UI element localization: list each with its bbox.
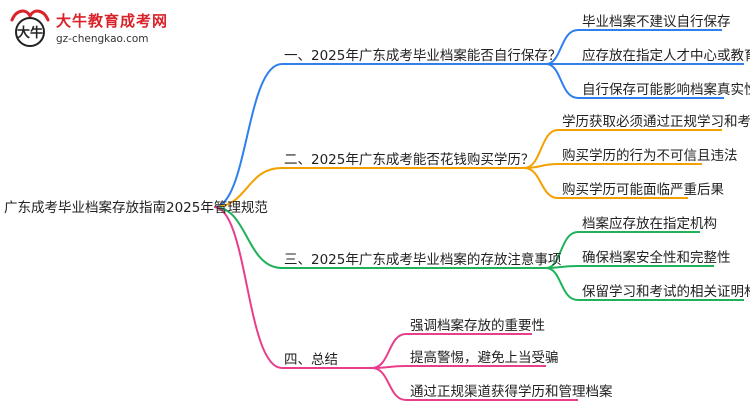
- branch-3-leaf-3: 保留学习和考试的相关证明材料: [582, 284, 750, 300]
- branch-4-label: 四、总结: [284, 352, 338, 368]
- branch-2-leaf-2: 购买学历的行为不可信且违法: [562, 148, 738, 164]
- branch-4-leaf-2: 提高警惕，避免上当受骗: [410, 350, 559, 366]
- connector-b4-leaf-3: [371, 367, 407, 401]
- connector-b3-leaf-3: [545, 267, 579, 301]
- branch-1-leaf-2: 应存放在指定人才中心或教育机构: [582, 48, 750, 64]
- branch-3-label: 三、2025年广东成考毕业档案的存放注意事项: [284, 252, 562, 268]
- connector-b4-leaf-1: [371, 333, 407, 369]
- connector-root-branch-3: [213, 206, 283, 269]
- branch-3-leaf-1: 档案应存放在指定机构: [582, 216, 717, 232]
- branch-1-leaf-3: 自行保存可能影响档案真实性: [582, 82, 750, 98]
- logo-title: 大牛教育成考网: [56, 12, 169, 30]
- connector-b2-leaf-3: [523, 167, 559, 199]
- branch-2-leaf-3: 购买学历可能面临严重后果: [562, 182, 724, 198]
- branch-3-leaf-2: 确保档案安全性和完整性: [582, 250, 731, 266]
- branch-4-leaf-3: 通过正规渠道获得学历和管理档案: [410, 384, 613, 400]
- connector-b1-leaf-3: [545, 63, 579, 99]
- logo-url[interactable]: gz-chengkao.com: [56, 33, 149, 45]
- connector-root-branch-1: [213, 63, 283, 208]
- branch-2-label: 二、2025年广东成考能否花钱购买学历？: [284, 152, 535, 168]
- branch-1-label: 一、2025年广东成考毕业档案能否自行保存？: [284, 48, 562, 64]
- connector-root-branch-4: [213, 206, 283, 369]
- mindmap-root: 广东成考毕业档案存放指南2025年管理规范: [4, 200, 268, 216]
- site-logo[interactable]: 大牛 大牛教育成考网 gz-chengkao.com: [6, 4, 196, 56]
- branch-2-leaf-1: 学历获取必须通过正规学习和考试: [562, 114, 750, 130]
- branch-4-leaf-1: 强调档案存放的重要性: [410, 318, 545, 334]
- bull-logo-icon: 大牛: [10, 9, 50, 47]
- logo-mark-text: 大牛: [17, 25, 43, 41]
- connector-root-branch-2: [213, 167, 283, 208]
- branch-1-leaf-1: 毕业档案不建议自行保存: [582, 14, 731, 30]
